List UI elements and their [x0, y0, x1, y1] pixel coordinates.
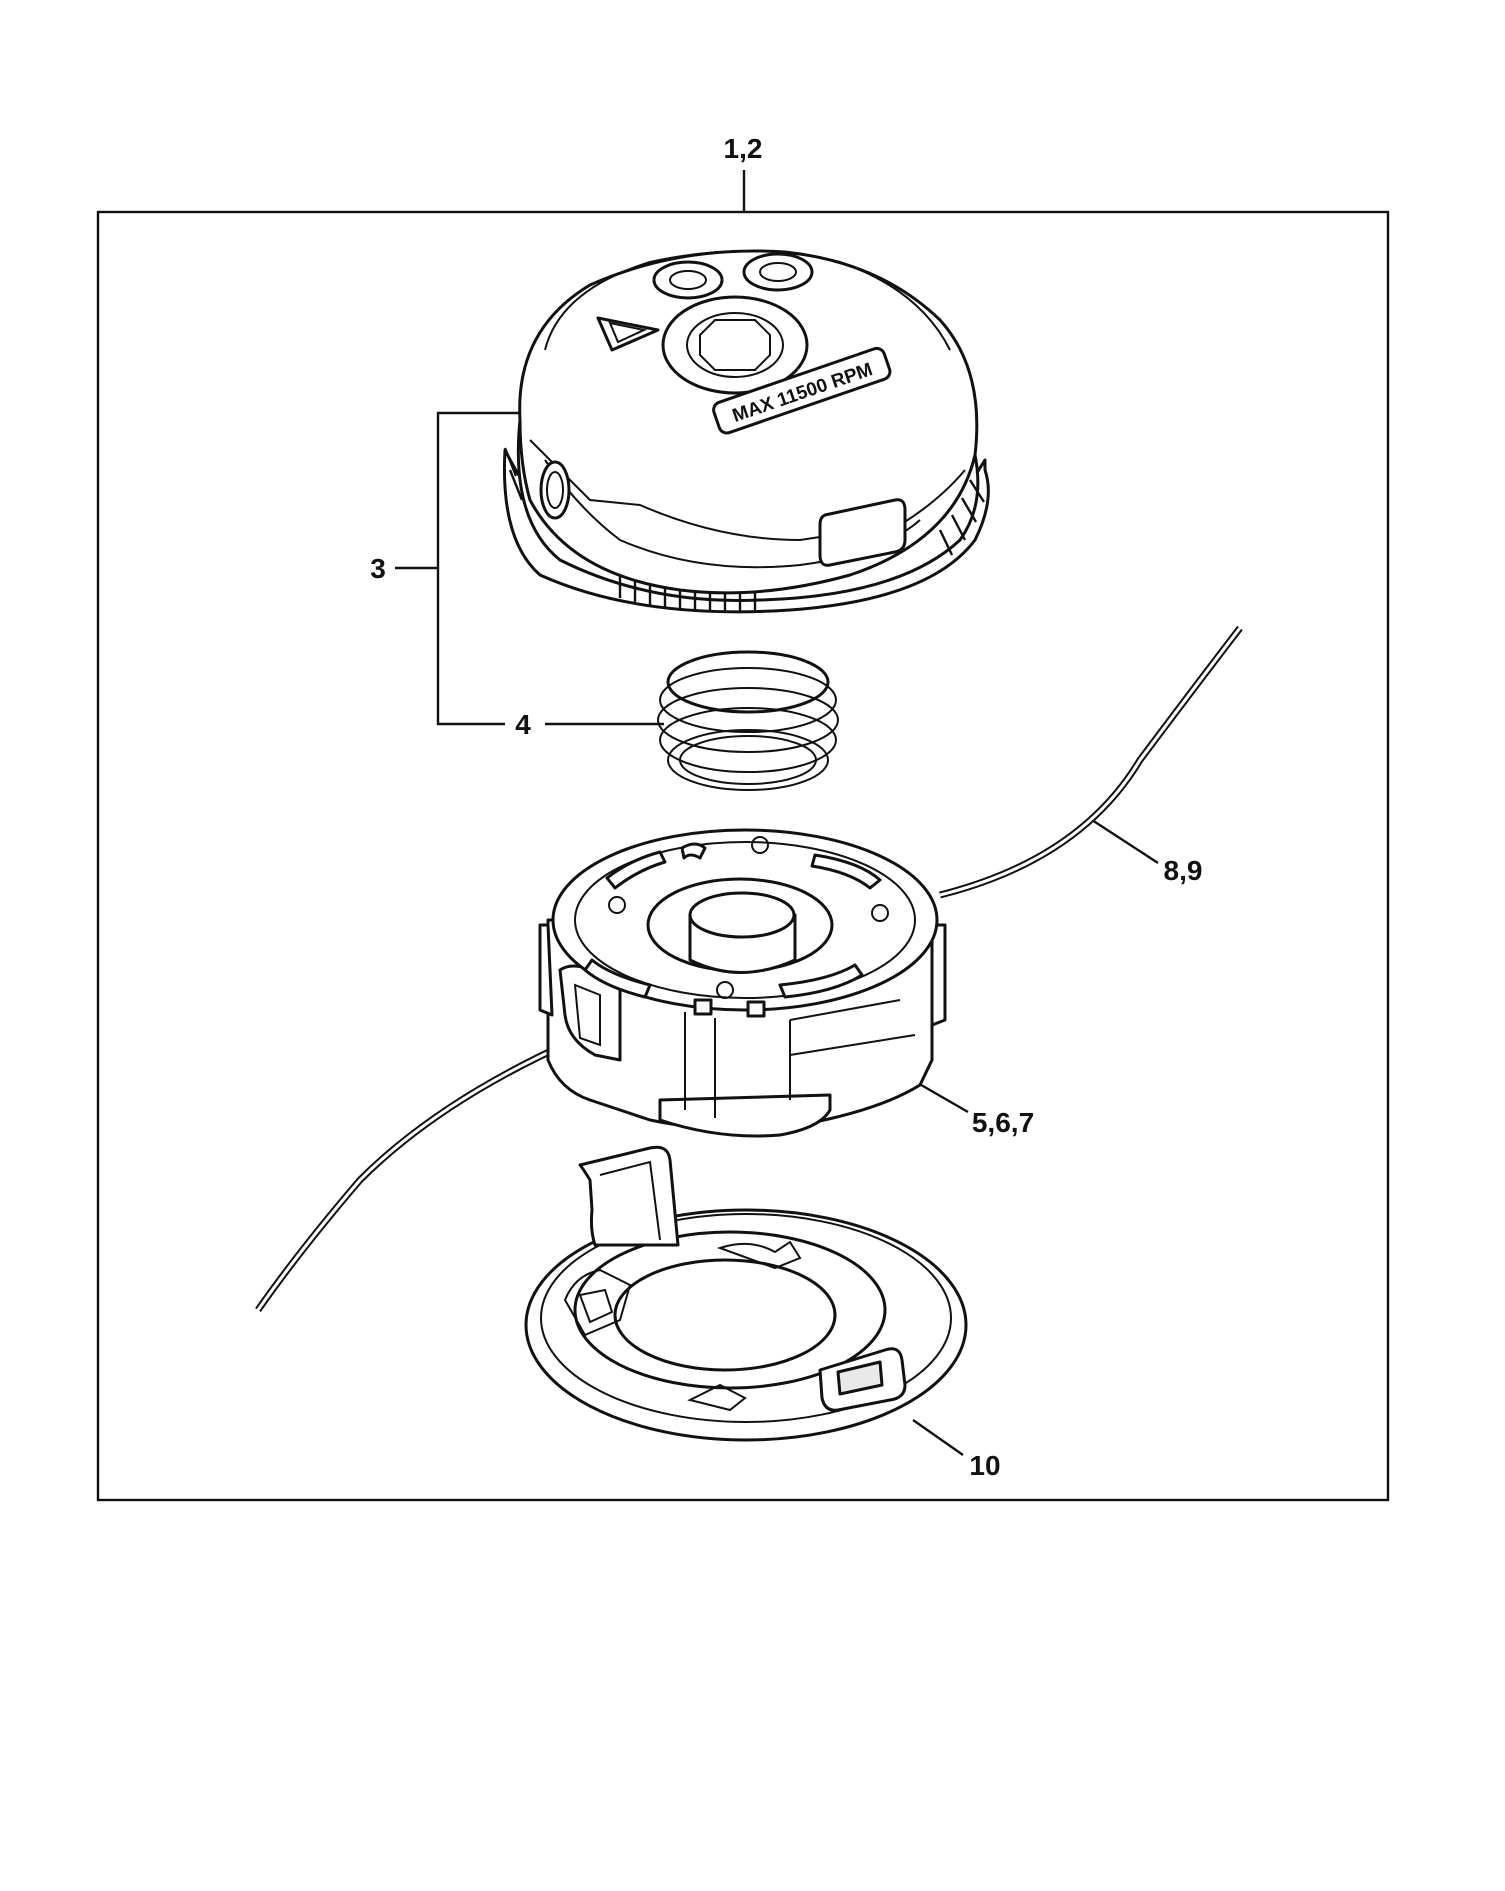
callout-label-cover: 10: [969, 1450, 1000, 1481]
cover-part: [524, 1145, 968, 1442]
callout-label-spool: 5,6,7: [972, 1107, 1034, 1138]
callout-label-top: 1,2: [724, 133, 763, 164]
spring-part: [657, 650, 839, 791]
callout-3: 3: [370, 411, 525, 726]
callout-8-9: 8,9: [1091, 818, 1203, 886]
callout-4: 4: [515, 709, 664, 740]
trimmer-line-part: [255, 625, 1243, 1313]
callout-label-cap: 3: [370, 553, 386, 584]
callout-label-line: 8,9: [1164, 855, 1203, 886]
callout-1-2: 1,2: [724, 133, 763, 212]
callout-label-spring: 4: [515, 709, 531, 740]
cap-part: MAX 11500 RPM: [502, 249, 990, 614]
callout-10: 10: [912, 1419, 1001, 1481]
callout-5-6-7: 5,6,7: [915, 1080, 1034, 1138]
spool-part: [538, 828, 947, 1138]
